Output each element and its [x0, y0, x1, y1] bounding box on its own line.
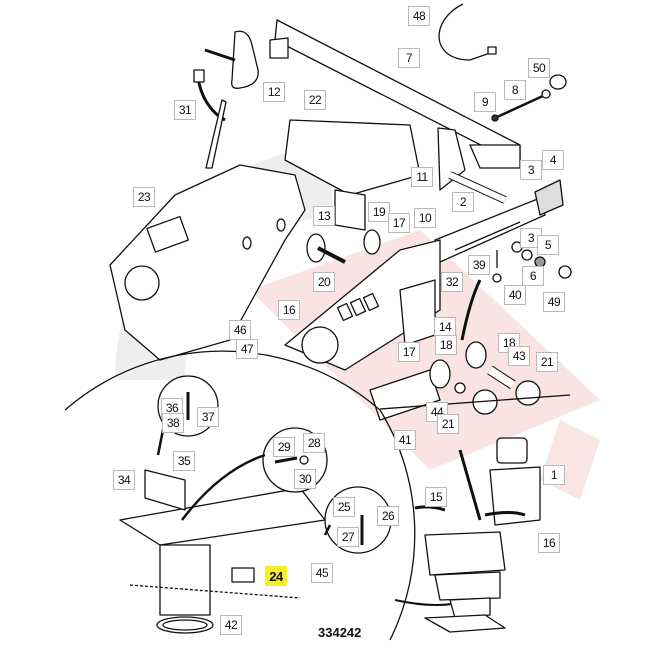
callout-part-31[interactable]: 31 [174, 100, 196, 120]
callout-part-16a[interactable]: 16 [278, 300, 300, 320]
callout-part-32[interactable]: 32 [441, 272, 463, 292]
callout-part-9[interactable]: 9 [474, 92, 496, 112]
callout-part-14[interactable]: 14 [434, 317, 456, 337]
callout-part-28[interactable]: 28 [303, 433, 325, 453]
callout-part-8[interactable]: 8 [504, 80, 526, 100]
callout-part-22[interactable]: 22 [304, 90, 326, 110]
callout-part-18a[interactable]: 18 [435, 335, 457, 355]
callout-part-43[interactable]: 43 [508, 346, 530, 366]
callout-part-39[interactable]: 39 [468, 255, 490, 275]
callout-part-13[interactable]: 13 [313, 206, 335, 226]
callout-part-19[interactable]: 19 [368, 202, 390, 222]
callout-part-17b[interactable]: 17 [398, 342, 420, 362]
bracket-plate [231, 30, 259, 89]
callout-part-7[interactable]: 7 [398, 48, 420, 68]
callout-part-15[interactable]: 15 [425, 487, 447, 507]
callout-part-38[interactable]: 38 [162, 413, 184, 433]
callout-part-11[interactable]: 11 [411, 167, 433, 187]
callout-part-17a[interactable]: 17 [388, 213, 410, 233]
callout-part-40[interactable]: 40 [504, 285, 526, 305]
seat-illustration [414, 437, 541, 633]
callout-part-16b[interactable]: 16 [538, 533, 560, 553]
callout-part-30[interactable]: 30 [294, 469, 316, 489]
callout-part-4[interactable]: 4 [542, 150, 564, 170]
callout-part-10[interactable]: 10 [414, 208, 436, 228]
callout-part-12[interactable]: 12 [263, 82, 285, 102]
callout-part-6[interactable]: 6 [522, 266, 544, 286]
callout-part-41[interactable]: 41 [394, 430, 416, 450]
callout-part-34[interactable]: 34 [113, 470, 135, 490]
callout-part-27[interactable]: 27 [337, 527, 359, 547]
console-cover [109, 164, 306, 361]
callout-part-25[interactable]: 25 [333, 497, 355, 517]
callout-part-24[interactable]: 24 [265, 566, 287, 586]
callout-part-47[interactable]: 47 [236, 339, 258, 359]
callout-part-23[interactable]: 23 [133, 187, 155, 207]
callout-part-46[interactable]: 46 [229, 320, 251, 340]
callout-part-29[interactable]: 29 [273, 437, 295, 457]
callout-part-3a[interactable]: 3 [520, 160, 542, 180]
callout-part-42[interactable]: 42 [220, 615, 242, 635]
armrest-pad [284, 119, 421, 196]
callout-part-50[interactable]: 50 [528, 58, 550, 78]
callout-part-3b[interactable]: 3 [520, 228, 542, 248]
drawing-number: 334242 [318, 625, 362, 640]
callout-part-5[interactable]: 5 [537, 235, 559, 255]
callout-part-21a[interactable]: 21 [536, 352, 558, 372]
callout-part-26[interactable]: 26 [377, 506, 399, 526]
callout-part-45[interactable]: 45 [311, 563, 333, 583]
callout-part-49[interactable]: 49 [543, 292, 565, 312]
callout-part-21b[interactable]: 21 [437, 414, 459, 434]
callout-part-48[interactable]: 48 [408, 6, 430, 26]
callout-part-35[interactable]: 35 [173, 451, 195, 471]
callout-part-20[interactable]: 20 [313, 272, 335, 292]
callout-part-2[interactable]: 2 [452, 192, 474, 212]
callout-part-37[interactable]: 37 [197, 407, 219, 427]
cable-tie [438, 3, 491, 61]
callout-part-1[interactable]: 1 [543, 465, 565, 485]
